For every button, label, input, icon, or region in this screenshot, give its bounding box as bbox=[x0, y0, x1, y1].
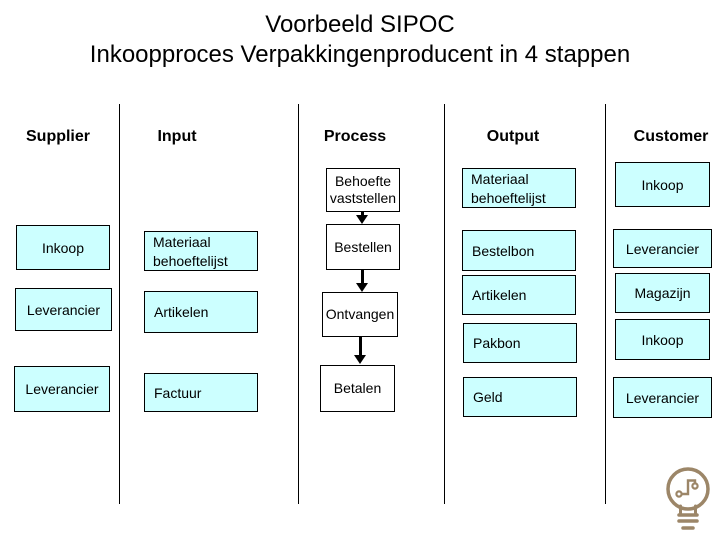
supplier-box-leverancier-2: Leverancier bbox=[14, 366, 110, 412]
header-output: Output bbox=[486, 128, 540, 145]
output-box-artikelen: Artikelen bbox=[462, 275, 576, 315]
input-box-artikelen: Artikelen bbox=[144, 291, 258, 333]
customer-box-inkoop-2: Inkoop bbox=[615, 319, 710, 360]
slide-title: Voorbeeld SIPOC Inkoopproces Verpakkinge… bbox=[0, 10, 720, 70]
supplier-box-leverancier-1: Leverancier bbox=[15, 288, 112, 331]
supplier-box-inkoop: Inkoop bbox=[16, 225, 110, 270]
header-customer: Customer bbox=[633, 128, 709, 145]
header-supplier: Supplier bbox=[25, 128, 91, 145]
divider-output-customer bbox=[605, 104, 606, 504]
customer-box-leverancier-1: Leverancier bbox=[613, 229, 712, 268]
process-step-ontvangen: Ontvangen bbox=[322, 292, 398, 337]
process-step-bestellen: Bestellen bbox=[326, 224, 400, 270]
process-step-betalen: Betalen bbox=[320, 365, 395, 412]
arrow-down-icon-2 bbox=[356, 283, 368, 292]
arrow-stem-2 bbox=[361, 270, 364, 284]
divider-input-process bbox=[298, 104, 299, 504]
arrow-stem-1 bbox=[361, 212, 364, 216]
output-box-geld: Geld bbox=[463, 377, 577, 417]
customer-box-magazijn: Magazijn bbox=[615, 273, 710, 313]
header-input: Input bbox=[157, 128, 197, 145]
lightbulb-circuit-icon bbox=[666, 467, 710, 530]
arrow-down-icon-1 bbox=[356, 215, 368, 224]
divider-supplier-input bbox=[119, 104, 120, 504]
title-line-2: Inkoopproces Verpakkingenproducent in 4 … bbox=[89, 41, 631, 68]
customer-box-leverancier-2: Leverancier bbox=[613, 377, 712, 418]
output-box-pakbon: Pakbon bbox=[463, 323, 577, 363]
output-box-bestelbon: Bestelbon bbox=[462, 230, 576, 271]
arrow-down-icon-3 bbox=[354, 355, 366, 364]
divider-process-output bbox=[444, 104, 445, 504]
header-process: Process bbox=[323, 128, 387, 145]
arrow-stem-3 bbox=[359, 337, 362, 356]
title-line-1: Voorbeeld SIPOC bbox=[265, 11, 455, 38]
process-step-behoefte-vaststellen: Behoefte vaststellen bbox=[326, 168, 400, 212]
input-box-materiaal-behoeftelijst: Materiaal behoeftelijst bbox=[144, 231, 258, 271]
output-box-materiaal-behoeftelijst: Materiaal behoeftelijst bbox=[462, 168, 576, 208]
input-box-factuur: Factuur bbox=[144, 373, 258, 412]
customer-box-inkoop-1: Inkoop bbox=[615, 162, 710, 207]
